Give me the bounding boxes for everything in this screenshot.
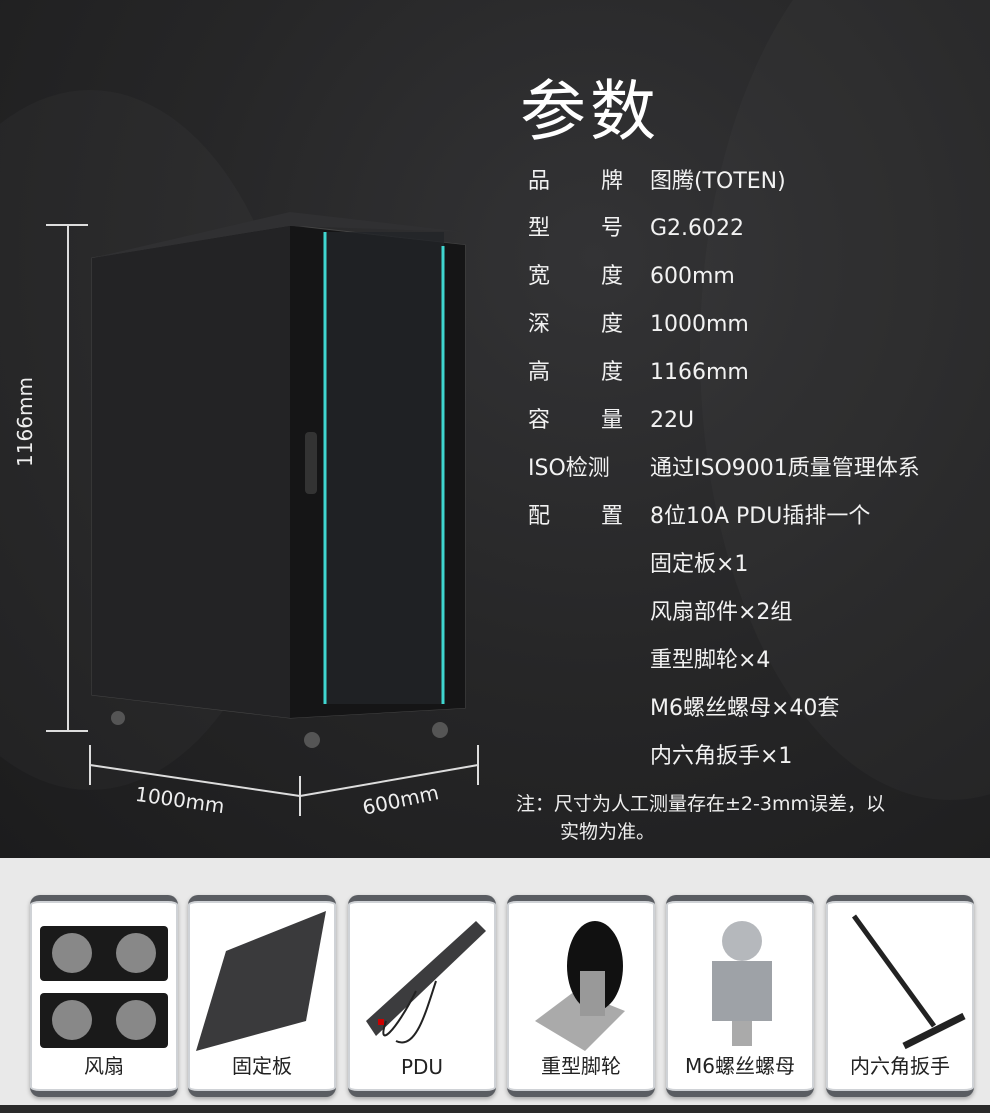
- accessory-card-caster: 重型脚轮: [507, 895, 655, 1097]
- accessory-card-cage-nut: M6螺丝螺母: [666, 895, 814, 1097]
- accessory-label: 重型脚轮: [541, 1054, 621, 1078]
- bottom-strip: [0, 1105, 990, 1113]
- page-title: 参数: [520, 73, 660, 150]
- measurement-note: 注：尺寸为人工测量存在±2-3mm误差，以 实物为准。: [516, 793, 885, 843]
- accessory-label: 固定板: [232, 1054, 292, 1078]
- accessory-label: PDU: [400, 1055, 444, 1079]
- cabinet-image: [46, 212, 479, 816]
- accessory-card-shelf: 固定板: [188, 895, 336, 1097]
- accessory-label: M6螺丝螺母: [685, 1054, 795, 1078]
- shelf-icon: [196, 911, 326, 1051]
- accessory-label: 内六角扳手: [850, 1054, 950, 1078]
- cage-nut-icon: [712, 921, 772, 1046]
- accessory-card-fan: 风扇: [30, 895, 178, 1097]
- accessory-label: 风扇: [84, 1054, 124, 1078]
- height-dimension: 1166mm: [12, 377, 37, 467]
- hex-wrench-icon: [851, 914, 966, 1050]
- fan-icon: [40, 926, 168, 1048]
- caster-icon: [535, 921, 625, 1051]
- pdu-icon: [366, 921, 486, 1044]
- accessory-card-hex-wrench: 内六角扳手: [826, 895, 974, 1097]
- accessory-card-pdu: PDU: [348, 895, 496, 1097]
